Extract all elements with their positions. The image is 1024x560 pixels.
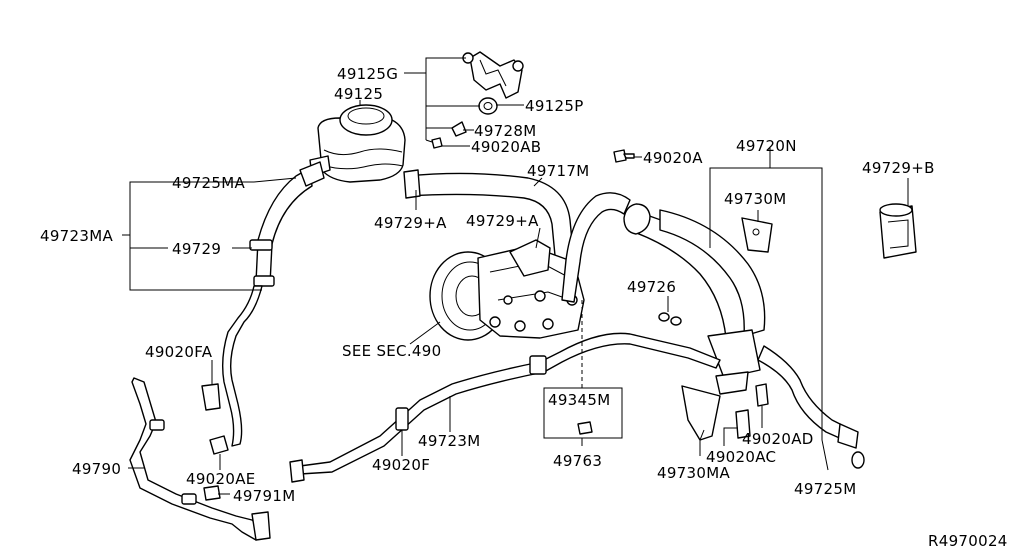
grommet-49125p <box>478 97 498 115</box>
label-49723ma: 49723MA <box>40 227 113 245</box>
label-49020f: 49020F <box>372 456 430 474</box>
label-49729a-right: 49729+A <box>466 212 539 230</box>
label-49125g: 49125G <box>337 65 398 83</box>
label-49730m: 49730M <box>724 190 786 208</box>
label-49020ac: 49020AC <box>706 448 776 466</box>
label-49125: 49125 <box>334 85 383 103</box>
return-tube-49725m <box>757 345 849 441</box>
clip-49020fa <box>201 383 221 411</box>
grommet-hole <box>483 102 493 110</box>
bolt-49763 <box>577 421 593 435</box>
label-49020ad: 49020AD <box>742 430 814 448</box>
reservoir-tank <box>309 104 406 183</box>
label-49790: 49790 <box>72 460 121 478</box>
label-49020ab: 49020AB <box>471 138 541 156</box>
label-49723m: 49723M <box>418 432 480 450</box>
label-49791m: 49791M <box>233 487 295 505</box>
label-49720n: 49720N <box>736 137 797 155</box>
diagram-id: R4970024 <box>928 532 1008 550</box>
label-49729b: 49729+B <box>862 159 935 177</box>
return-hose-upper <box>249 161 325 287</box>
bracket-49730ma <box>681 385 721 441</box>
label-49729a-left: 49729+A <box>374 214 447 232</box>
bolt-49020ab <box>431 137 443 149</box>
cooler-line-end <box>251 511 271 541</box>
label-49717m: 49717M <box>527 162 589 180</box>
clip-49020ae <box>209 435 229 455</box>
nut-49726-a <box>658 312 670 322</box>
tube-end-left <box>289 459 305 483</box>
bracket-49125g <box>462 51 524 99</box>
bolt-49020ad <box>755 383 769 407</box>
clamp-a <box>149 419 165 431</box>
leader-lines <box>122 57 909 495</box>
hose-49729b <box>879 203 917 259</box>
power-steering-pump <box>429 239 585 341</box>
pressure-hose-assembly <box>561 192 766 395</box>
cooler-line-49790 <box>129 377 263 541</box>
label-49020a: 49020A <box>643 149 703 167</box>
bolt-49020ac <box>735 409 751 439</box>
label-49725m: 49725M <box>794 480 856 498</box>
bracket-hole <box>752 228 760 236</box>
label-49763: 49763 <box>553 452 602 470</box>
label-49726: 49726 <box>627 278 676 296</box>
label-49020ae: 49020AE <box>186 470 256 488</box>
clamp-b <box>181 493 197 505</box>
tube-fitting <box>837 423 859 449</box>
clip-49728m <box>451 121 467 137</box>
label-see-sec: SEE SEC.490 <box>342 342 441 360</box>
bolt-49020a <box>613 149 635 163</box>
label-49730ma: 49730MA <box>657 464 730 482</box>
part-labels: 49125G 49125 49125P 49728M 49020AB 49020… <box>40 65 1008 550</box>
clamp-49020f <box>395 407 409 431</box>
return-tube <box>221 285 263 447</box>
clip-49791m <box>203 485 221 501</box>
nut-49726-b <box>670 316 682 326</box>
clamp-49723m <box>529 355 547 375</box>
tube-end <box>851 451 865 469</box>
label-49729: 49729 <box>172 240 221 258</box>
label-49725ma: 49725MA <box>172 174 245 192</box>
label-49125p: 49125P <box>525 97 584 115</box>
label-49020fa: 49020FA <box>145 343 213 361</box>
label-49345m: 49345M <box>548 391 610 409</box>
label-49728m: 49728M <box>474 122 536 140</box>
